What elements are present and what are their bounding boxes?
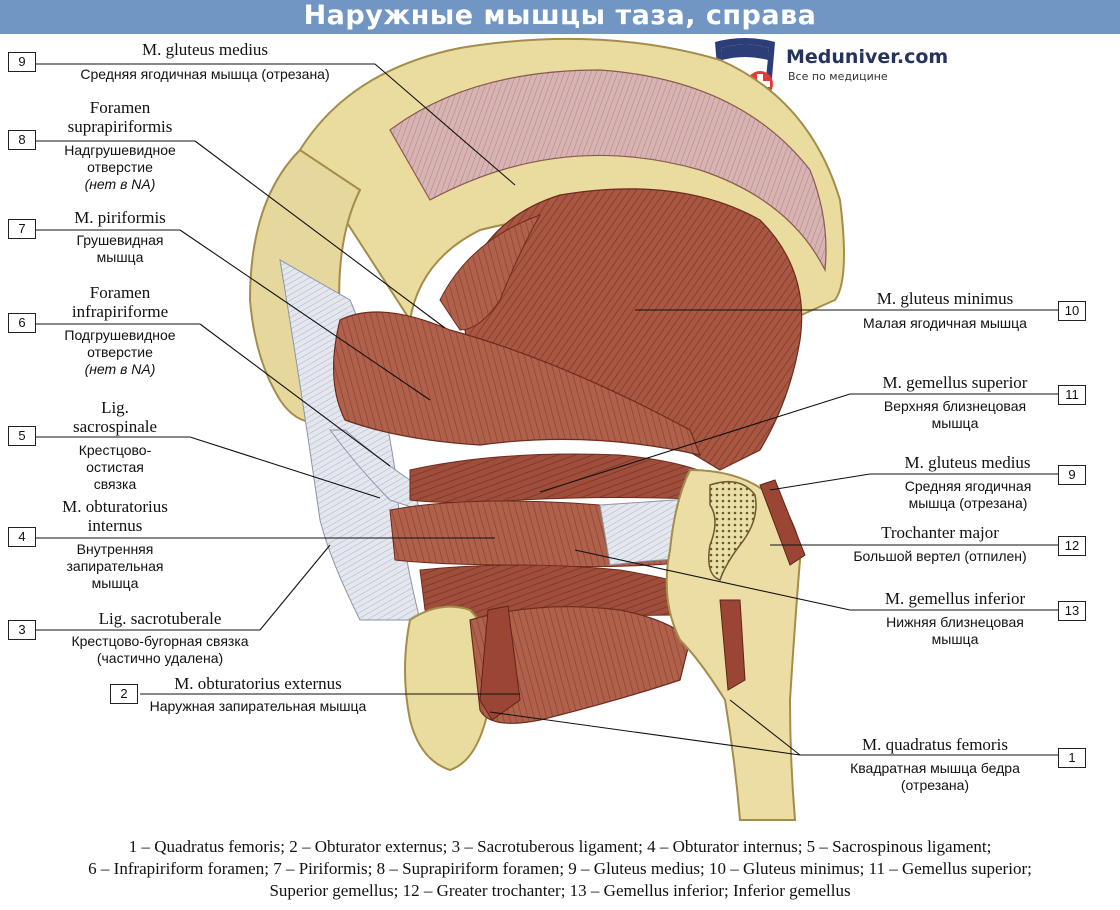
russian-name: Средняя ягодичная мышца (отрезана) (904, 478, 1032, 511)
russian-name: Верхняя близнецовая мышца (883, 398, 1027, 431)
label-number-5: 5 (8, 426, 36, 446)
russian-name: Большой вертел (отпилен) (853, 548, 1027, 564)
ischial-tuberosity (404, 605, 494, 772)
russian-name: Грушевидная мышца (76, 232, 164, 265)
latin-name: Lig. sacrotuberale (98, 609, 222, 628)
label-number-12: 12 (1058, 536, 1086, 556)
logo-name: Meduniver.com (786, 46, 949, 68)
figure-caption: 1 – Quadratus femoris; 2 – Obturator ext… (0, 836, 1120, 902)
latin-name: Foramen infrapiriforme (71, 283, 169, 321)
caption-line-1: 1 – Quadratus femoris; 2 – Obturator ext… (128, 837, 992, 856)
russian-name: Подгрушевидное отверстие (64, 327, 176, 360)
russian-name: Нижняя близнецовая мышца (886, 614, 1024, 647)
latin-name: M. gemellus superior (882, 373, 1028, 392)
russian-name: Внутренняя запирательная мышца (66, 541, 164, 591)
gemellus-superior (409, 453, 721, 503)
label-number-13: 13 (1058, 601, 1086, 621)
label-quadratus-femoris: M. quadratus femoris Квадратная мышца бе… (815, 735, 1055, 794)
label-gluteus-minimus: M. gluteus minimus Малая ягодичная мышца (835, 289, 1055, 332)
label-gluteus-medius-right: M. gluteus medius Средняя ягодичная мышц… (880, 453, 1055, 512)
label-foramen-suprapiriformis: Foramen suprapiriformis Надгрушевидное о… (40, 98, 200, 193)
label-piriformis: M. piriformis Грушевидная мышца (40, 208, 200, 266)
label-number-3: 3 (8, 620, 36, 640)
piriformis (332, 311, 701, 456)
label-number-9-right: 9 (1058, 465, 1086, 485)
note: (нет в NA) (84, 176, 156, 192)
label-number-6: 6 (8, 313, 36, 333)
latin-name: M. gluteus medius (141, 40, 269, 59)
russian-name: Средняя ягодичная мышца (отрезана) (80, 66, 330, 82)
label-number-2: 2 (110, 684, 138, 704)
label-lig-sacrotuberale: Lig. sacrotuberale Крестцово-бугорная св… (40, 609, 280, 667)
label-gemellus-inferior: M. gemellus inferior Нижняя близнецовая … (855, 589, 1055, 648)
latin-name: M. obturatorius internus (62, 497, 168, 535)
label-obturatorius-externus: M. obturatorius externus Наружная запира… (148, 674, 368, 715)
russian-name: Наружная запирательная мышца (149, 698, 367, 714)
label-number-9-left: 9 (8, 52, 36, 72)
label-number-1: 1 (1058, 748, 1086, 768)
latin-name: M. obturatorius externus (174, 674, 342, 693)
title-bar (0, 0, 1120, 34)
pelvis-illustration (36, 37, 1058, 821)
latin-name: Trochanter major (881, 523, 999, 542)
latin-name: M. gluteus minimus (876, 289, 1014, 308)
label-obturatorius-internus: M. obturatorius internus Внутренняя запи… (40, 497, 190, 592)
latin-name: M. quadratus femoris (862, 735, 1008, 754)
gluteus-medius-cut (389, 69, 827, 273)
russian-name: Крестцово-бугорная связка (частично удал… (71, 633, 249, 666)
quadratus-femoris-insertion (719, 599, 746, 691)
caption-line-2: 6 – Infrapiriform foramen; 7 – Piriformi… (88, 859, 1032, 878)
label-foramen-infrapiriforme: Foramen infrapiriforme Подгрушевидное от… (40, 283, 200, 378)
latin-name: M. piriformis (74, 208, 166, 227)
russian-name: Крестцово-остистая связка (78, 442, 152, 492)
gluteus-medius-band (439, 214, 542, 331)
label-number-4: 4 (8, 527, 36, 547)
latin-name: Foramen suprapiriformis (67, 98, 173, 136)
latin-name: Lig. sacrospinale (72, 398, 158, 436)
caption-line-3: Superior gemellus; 12 – Greater trochant… (269, 881, 851, 900)
label-lig-sacrospinale: Lig. sacrospinale Крестцово-остистая свя… (40, 398, 190, 493)
label-gemellus-superior: M. gemellus superior Верхняя близнецовая… (855, 373, 1055, 432)
quadratus-femoris-cut (479, 605, 521, 721)
latin-name: M. gluteus medius (904, 453, 1031, 472)
gluteus-medius-insertion (759, 479, 806, 566)
label-trochanter-major: Trochanter major Большой вертел (отпилен… (825, 523, 1055, 565)
label-number-7: 7 (8, 219, 36, 239)
russian-name: Квадратная мышца бедра (отрезана) (850, 760, 1020, 793)
logo-tagline: Все по медицине (788, 70, 888, 83)
latin-name: M. gemellus inferior (884, 589, 1026, 608)
page-title: Наружные мышцы таза, справа (303, 0, 817, 31)
note: (нет в NA) (84, 361, 156, 377)
greater-trochanter-cut (708, 480, 757, 581)
russian-name: Малая ягодичная мышца (863, 315, 1027, 331)
leader-lines (36, 63, 1058, 756)
obturator-externus (469, 606, 691, 724)
label-gluteus-medius-left: M. gluteus medius Средняя ягодичная мышц… (40, 40, 370, 83)
label-number-11: 11 (1058, 385, 1086, 405)
russian-name: Надгрушевидное отверстие (64, 142, 176, 175)
label-number-10: 10 (1058, 301, 1086, 321)
label-number-8: 8 (8, 130, 36, 150)
